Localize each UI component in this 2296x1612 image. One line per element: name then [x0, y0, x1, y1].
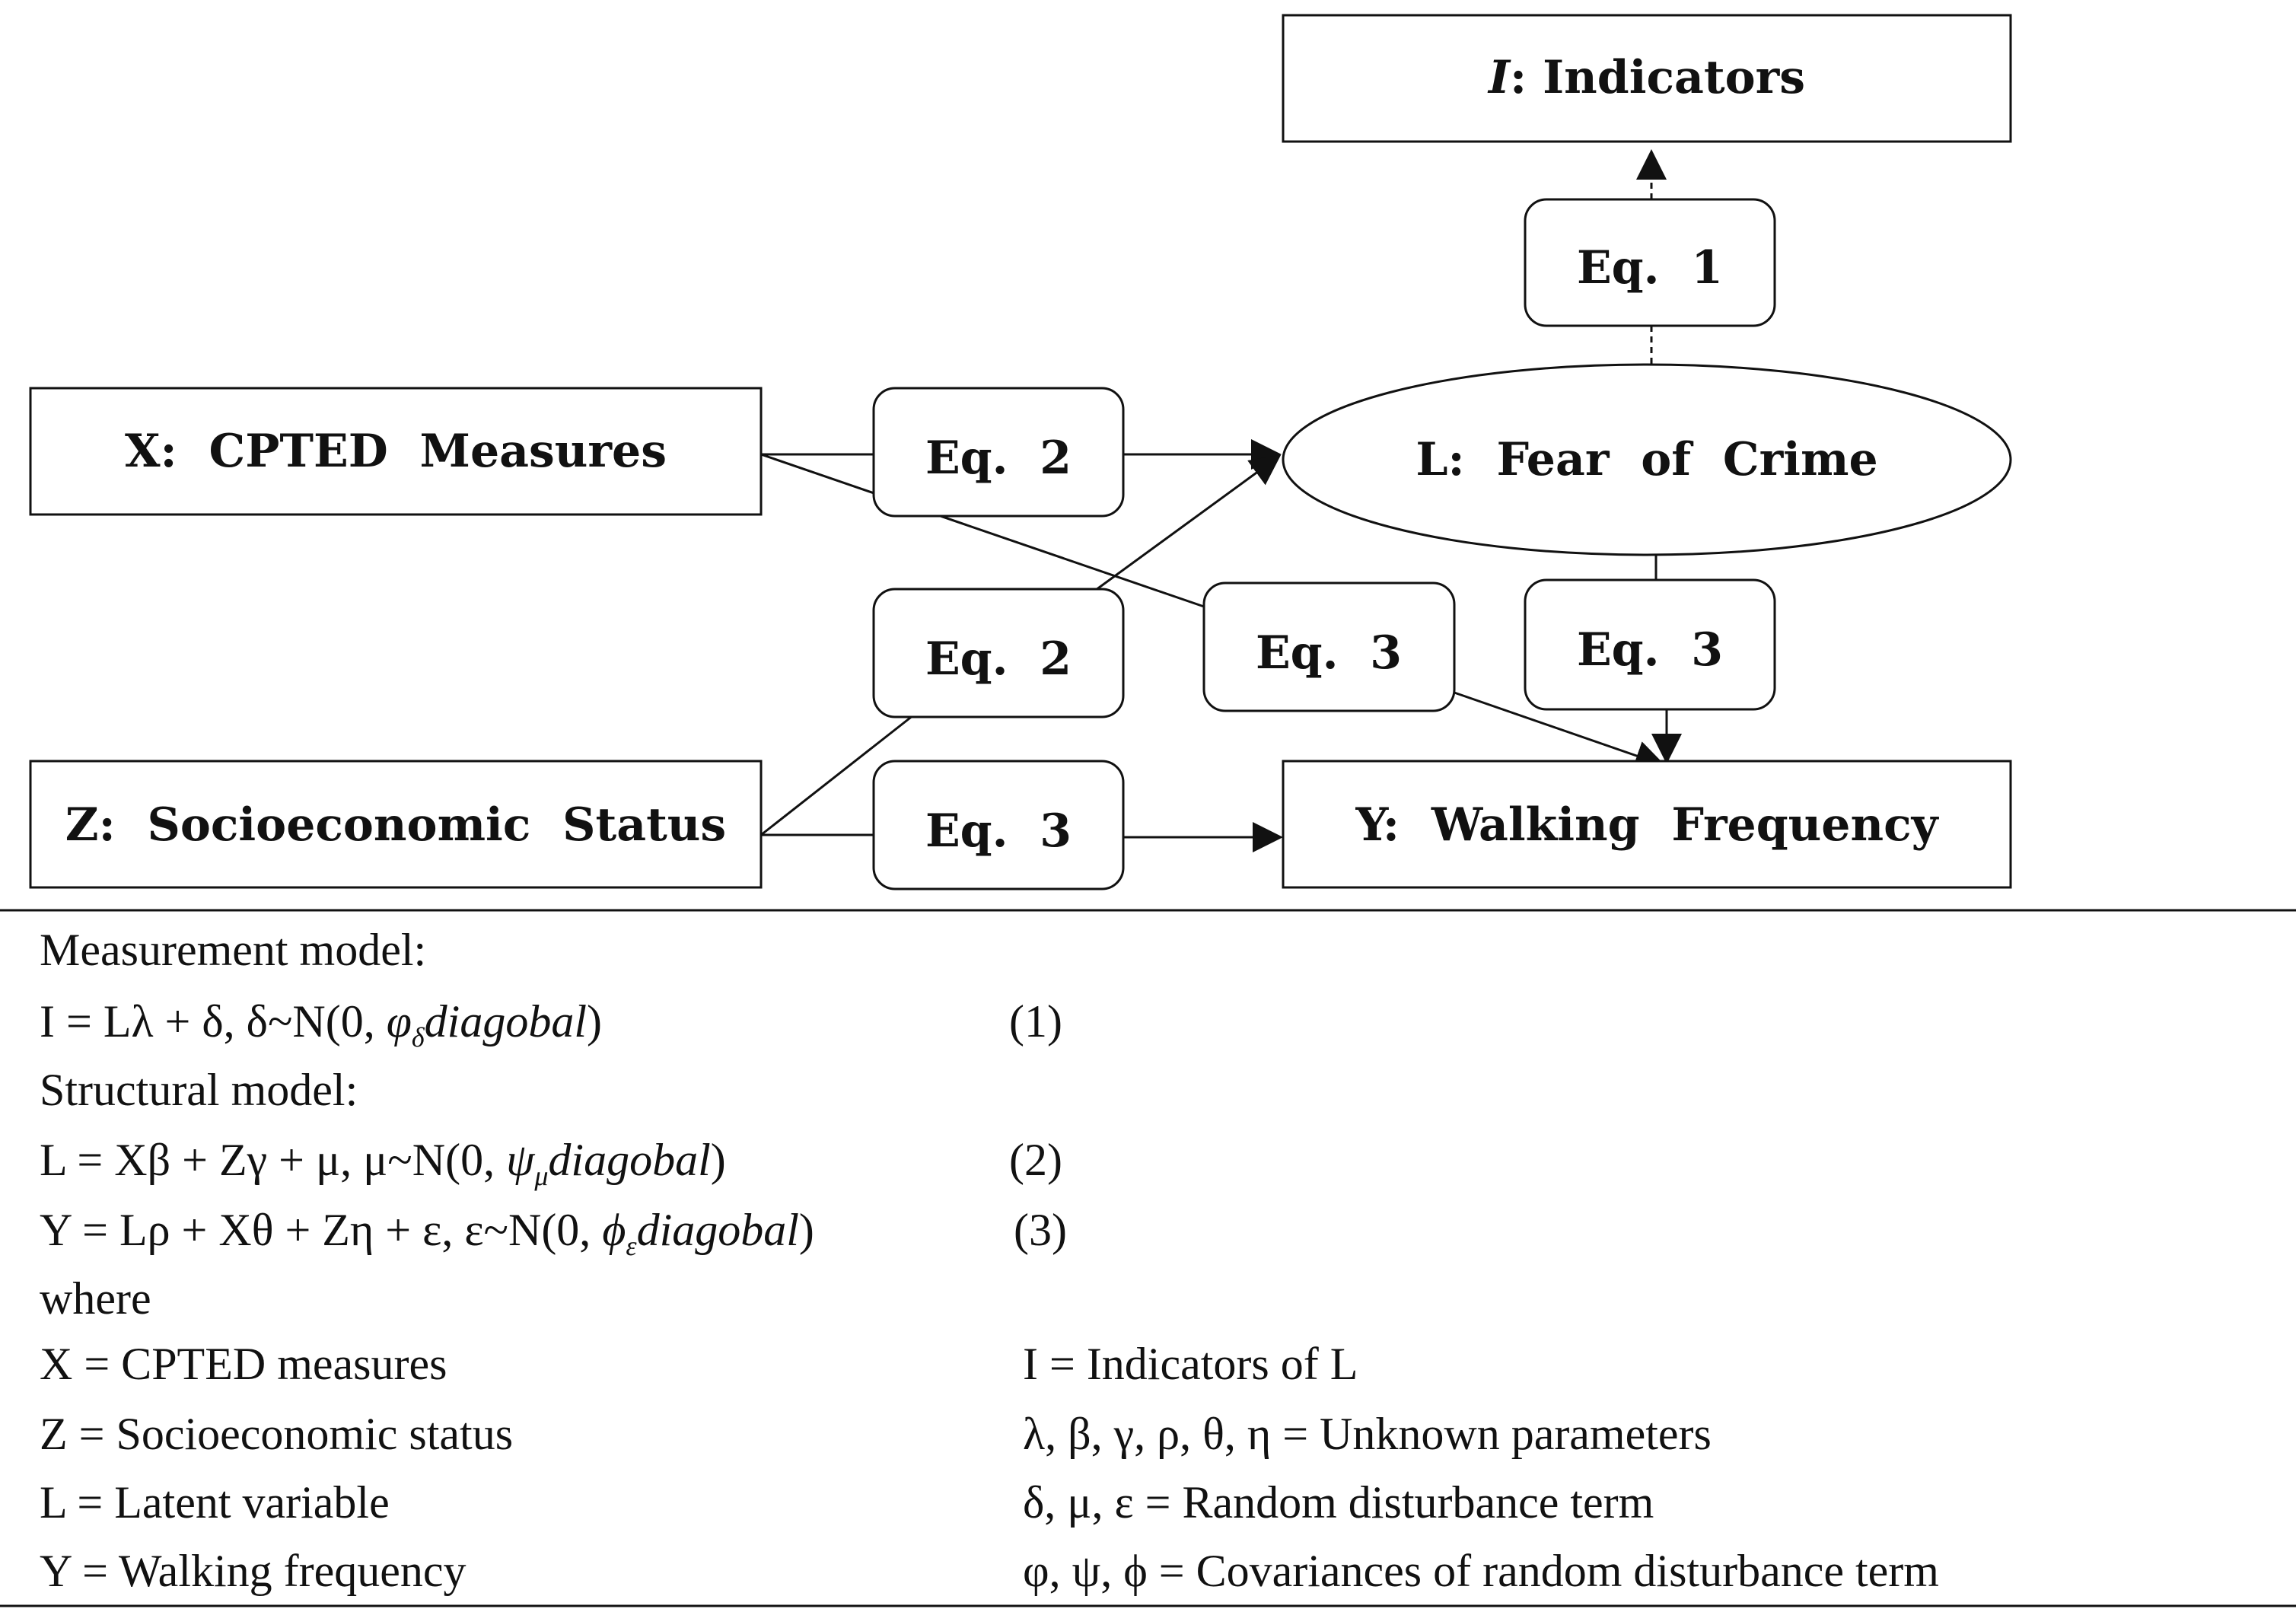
eq1-label: Eq. 1 — [1577, 241, 1723, 295]
eq3-right-box: Eq. 3 — [1524, 578, 1776, 711]
equation-3-number: (3) — [1014, 1205, 1067, 1255]
eq2-symbol: ψ — [506, 1135, 535, 1185]
eq3-tail: diagobal — [636, 1205, 799, 1255]
fear-label: L: Fear of Crime — [1415, 433, 1877, 486]
equation-2: L = Xβ + Zγ + μ, μ~N(0, ψμdiagobal) — [40, 1137, 726, 1190]
cpted-box: X: CPTED Measures — [29, 387, 763, 516]
ses-label: Z: Socioeconomic Status — [65, 798, 726, 852]
equation-1: I = Lλ + δ, δ~N(0, φδdiagobal) — [40, 999, 602, 1051]
measurement-heading: Measurement model: — [40, 925, 427, 975]
eq2-close: ) — [710, 1135, 726, 1185]
arrow-eq2mid-fear — [1095, 454, 1282, 591]
definition-right-params: λ, β, γ, ρ, θ, η = Unknown parameters — [1023, 1409, 1712, 1459]
eq2-tail: diagobal — [548, 1135, 711, 1185]
eq3-close: ) — [798, 1205, 814, 1255]
link-ses-eq2-mid — [760, 714, 914, 836]
definition-right-covariances: φ, ψ, ϕ = Covariances of random disturba… — [1023, 1546, 1939, 1596]
definition-right-disturbance: δ, μ, ε = Random disturbance term — [1023, 1477, 1654, 1528]
definition-left-y: Y = Walking frequency — [40, 1546, 467, 1596]
indicators-box: I: Indicators — [1282, 14, 2012, 143]
eq3-symbol: ϕ — [602, 1205, 626, 1255]
eq1-close: ) — [587, 996, 602, 1047]
link-cpted-eq3-cross — [760, 453, 1205, 608]
eq3-cross-label: Eq. 3 — [1256, 626, 1402, 680]
equation-1-number: (1) — [1009, 996, 1062, 1047]
eq3-right-label: Eq. 3 — [1577, 623, 1723, 677]
svg-text:I: Indicators: I: Indicators — [1487, 51, 1805, 104]
eq2-mid-label: Eq. 2 — [925, 632, 1072, 686]
eq3-lhs: Y = Lρ + Xθ + Zη + ε, ε~N(0, — [40, 1205, 603, 1255]
definition-right-i: I = Indicators of L — [1023, 1339, 1358, 1389]
equation-3: Y = Lρ + Xθ + Zη + ε, ε~N(0, ϕεdiagobal) — [40, 1207, 814, 1260]
eq1-lhs: I = Lλ + δ, δ~N(0, — [40, 996, 387, 1047]
walking-box: Y: Walking Frequency — [1282, 760, 2012, 889]
equation-2-number: (2) — [1009, 1135, 1062, 1185]
eq1-symbol: φ — [386, 996, 412, 1047]
eq2-lhs: L = Xβ + Zγ + μ, μ~N(0, — [40, 1135, 507, 1185]
eq3-subscript: ε — [626, 1231, 637, 1261]
eq3-bottom-box: Eq. 3 — [872, 760, 1125, 890]
definition-left-z: Z = Socioeconomic status — [40, 1409, 514, 1459]
eq3-bottom-label: Eq. 3 — [925, 804, 1072, 858]
indicators-prefix: I — [1487, 51, 1511, 104]
where-label: where — [40, 1273, 151, 1324]
arrow-eq3cross-walking — [1454, 691, 1666, 771]
eq2-top-box: Eq. 2 — [872, 387, 1125, 518]
eq2-top-label: Eq. 2 — [925, 432, 1072, 485]
fear-ellipse: L: Fear of Crime — [1282, 363, 2012, 556]
eq1-subscript: δ — [411, 1022, 425, 1053]
definition-left-x: X = CPTED measures — [40, 1339, 447, 1389]
eq1-tail: diagobal — [424, 996, 587, 1047]
eq2-mid-box: Eq. 2 — [872, 588, 1125, 718]
connectors — [760, 149, 1682, 852]
ses-box: Z: Socioeconomic Status — [29, 760, 763, 889]
indicators-label: : Indicators — [1510, 51, 1805, 104]
structural-heading: Structural model: — [40, 1065, 358, 1115]
definition-left-l: L = Latent variable — [40, 1477, 390, 1528]
eq1-box: Eq. 1 — [1524, 198, 1776, 327]
eq2-subscript: μ — [534, 1161, 549, 1191]
cpted-label: X: CPTED Measures — [125, 425, 667, 478]
walking-label: Y: Walking Frequency — [1355, 798, 1940, 852]
eq3-cross-box: Eq. 3 — [1202, 581, 1456, 712]
